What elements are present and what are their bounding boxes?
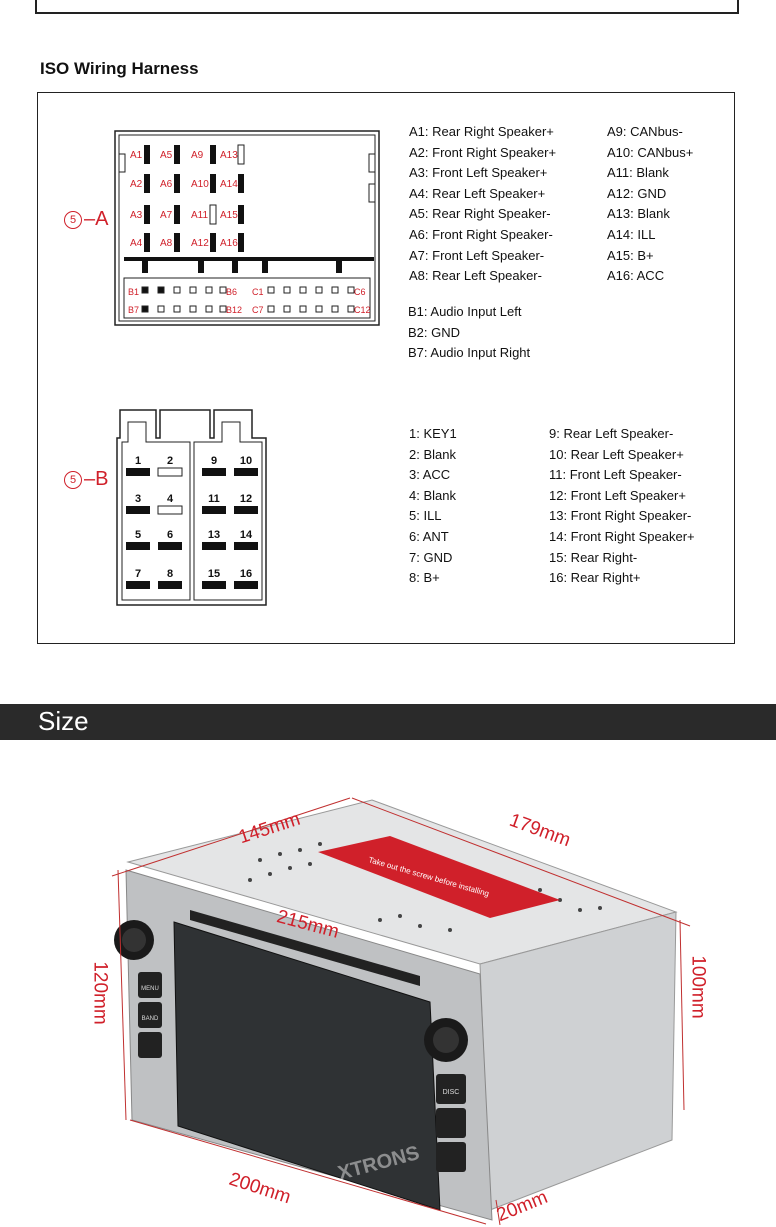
legend-item: 4: Blank (409, 487, 456, 503)
legend-item: A3: Front Left Speaker+ (409, 165, 548, 181)
iso-section-title: ISO Wiring Harness (40, 59, 199, 78)
svg-text:B12: B12 (226, 305, 242, 315)
legend-item: 14: Front Right Speaker+ (549, 528, 695, 544)
svg-text:4: 4 (167, 493, 174, 505)
connector-b-tag: 5–B (64, 468, 108, 491)
legend-item: 7: GND (409, 549, 453, 565)
legend-item: 5: ILL (409, 508, 442, 524)
legend-item: A13: Blank (607, 206, 670, 222)
circle-number: 5 (64, 470, 82, 489)
svg-text:A3: A3 (130, 210, 143, 221)
svg-text:B1: B1 (128, 287, 139, 297)
legend-iso-right: 9: Rear Left Speaker- 10: Rear Left Spea… (549, 424, 695, 589)
svg-text:6: 6 (167, 529, 173, 541)
legend-item: B2: GND (408, 324, 461, 340)
svg-text:13: 13 (208, 529, 220, 541)
connector-a-diagram: A1 A5 A9 A13 A2 A6 A10 A14 A3 A7 A11 A15 A4 A8 A12 A… (114, 130, 380, 326)
legend-item: 9: Rear Left Speaker- (549, 426, 674, 441)
connector-a-letter: A (95, 208, 109, 230)
svg-text:A14: A14 (220, 179, 238, 190)
svg-text:5: 5 (135, 529, 141, 541)
connector-b-letter: B (95, 468, 109, 490)
legend-item: 8: B+ (409, 570, 440, 586)
legend-item: A7: Front Left Speaker- (409, 247, 545, 263)
svg-text:B7: B7 (128, 305, 139, 315)
dim-left-height: 120mm (89, 961, 111, 1025)
legend-item: A14: ILL (607, 226, 656, 242)
connector-a-tag: 5–A (64, 208, 108, 231)
legend-item: 16: Rear Right+ (549, 570, 641, 586)
svg-text:A9: A9 (191, 150, 204, 161)
legend-item: 6: ANT (409, 528, 449, 544)
svg-text:A11: A11 (191, 210, 208, 221)
legend-item: 13: Front Right Speaker- (549, 508, 692, 524)
svg-text:A1: A1 (130, 150, 143, 161)
svg-text:7: 7 (135, 568, 141, 580)
svg-text:12: 12 (240, 493, 252, 505)
size-section-bar (0, 704, 776, 740)
legend-item: 10: Rear Left Speaker+ (549, 446, 684, 462)
svg-text:A6: A6 (160, 179, 173, 190)
svg-text:A5: A5 (160, 150, 173, 161)
legend-item: A10: CANbus+ (607, 144, 694, 160)
svg-text:C1: C1 (252, 287, 264, 297)
legend-b: B1: Audio Input Left B2: GND B7: Audio I… (408, 302, 530, 364)
legend-a-left: A1: Rear Right Speaker+ A2: Front Right … (409, 122, 556, 287)
svg-text:2: 2 (167, 455, 173, 467)
iso-diagram-box (37, 92, 735, 644)
svg-text:11: 11 (208, 493, 220, 505)
legend-item: B1: Audio Input Left (408, 304, 522, 319)
legend-item: A4: Rear Left Speaker+ (409, 185, 546, 201)
svg-text:10: 10 (240, 455, 252, 467)
legend-item: 3: ACC (409, 467, 451, 483)
legend-item: 2: Blank (409, 446, 456, 462)
legend-item: A2: Front Right Speaker+ (409, 144, 557, 160)
svg-text:B6: B6 (226, 287, 237, 297)
svg-text:A16: A16 (220, 238, 238, 249)
svg-text:16: 16 (240, 568, 252, 580)
size-section-title: Size (38, 706, 89, 736)
svg-text:3: 3 (135, 493, 141, 505)
legend-item: 12: Front Left Speaker+ (549, 487, 686, 503)
legend-item: A5: Rear Right Speaker- (409, 206, 551, 222)
legend-item: A15: B+ (607, 247, 654, 263)
svg-text:C7: C7 (252, 305, 264, 315)
legend-item: 11: Front Left Speaker- (549, 467, 682, 483)
svg-text:A4: A4 (130, 238, 143, 249)
legend-item: A9: CANbus- (607, 124, 683, 139)
svg-text:A8: A8 (160, 238, 173, 249)
legend-item: A11: Blank (607, 165, 669, 181)
legend-item: B7: Audio Input Right (408, 345, 531, 361)
legend-item: A8: Rear Left Speaker- (409, 268, 542, 284)
circle-number: 5 (64, 210, 82, 229)
legend-item: 1: KEY1 (409, 426, 457, 441)
device-illustration: Take out the screw before installing MEN… (111, 797, 691, 1225)
svg-text:A12: A12 (191, 238, 209, 249)
legend-item: A12: GND (607, 185, 667, 201)
svg-text:A15: A15 (220, 210, 238, 221)
svg-text:15: 15 (208, 568, 220, 580)
svg-text:A7: A7 (160, 210, 173, 221)
band-button-label: BAND (142, 1016, 159, 1022)
legend-item: A6: Front Right Speaker- (409, 226, 553, 242)
svg-text:A10: A10 (191, 179, 209, 190)
svg-text:A13: A13 (220, 150, 238, 161)
svg-text:C6: C6 (354, 287, 366, 297)
top-frame (35, 0, 739, 14)
svg-text:8: 8 (167, 568, 173, 580)
legend-item: A1: Rear Right Speaker+ (409, 124, 554, 139)
legend-a-right: A9: CANbus- A10: CANbus+ A11: Blank A12:… (607, 122, 693, 287)
legend-item: A16: ACC (607, 268, 665, 284)
legend-iso-left: 1: KEY1 2: Blank 3: ACC 4: Blank 5: ILL … (409, 424, 457, 589)
disc-button-label: DISC (443, 1089, 460, 1096)
menu-button-label: MENU (141, 986, 159, 992)
legend-item: 15: Rear Right- (549, 549, 638, 565)
svg-text:14: 14 (240, 529, 253, 541)
svg-text:A2: A2 (130, 179, 143, 190)
svg-text:1: 1 (135, 455, 141, 467)
dim-right-height: 100mm (687, 955, 709, 1019)
svg-text:C12: C12 (354, 305, 371, 315)
svg-text:9: 9 (211, 455, 217, 467)
